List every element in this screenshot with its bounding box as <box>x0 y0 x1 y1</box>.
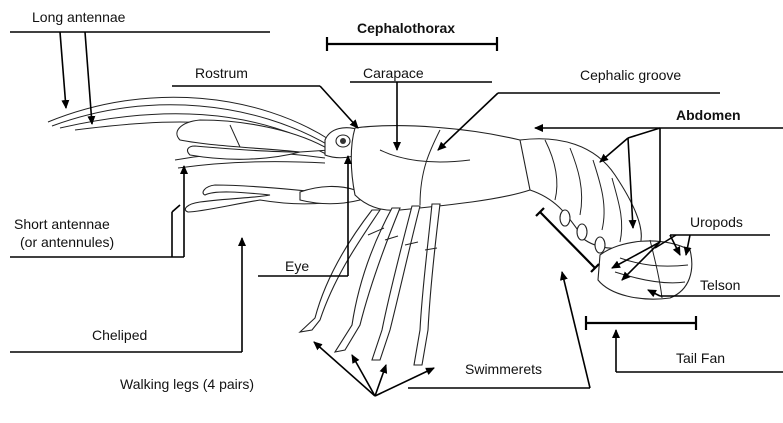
crayfish-illustration <box>48 97 692 365</box>
label-eye: Eye <box>285 258 309 274</box>
label-swimmerets: Swimmerets <box>465 361 542 377</box>
label-cephalothorax: Cephalothorax <box>357 20 455 36</box>
upper-claw-drawing <box>177 120 330 159</box>
label-telson: Telson <box>700 277 740 293</box>
label-short-antennae-1: Short antennae <box>14 216 110 232</box>
label-long-antennae: Long antennae <box>32 9 126 25</box>
leader-long-antennae-2 <box>85 32 92 124</box>
lower-claw-drawing <box>185 185 360 212</box>
leader-walking-legs-2 <box>352 355 375 396</box>
label-abdomen: Abdomen <box>676 107 741 123</box>
label-cephalic-groove-text: Cephalic groove <box>580 67 681 83</box>
leader-abdomen-2 <box>600 138 628 162</box>
label-uropods: Uropods <box>690 214 743 230</box>
label-short-antennae-2: (or antennules) <box>20 234 114 250</box>
label-walking-legs: Walking legs (4 pairs) <box>120 376 254 392</box>
abdomen-drawing <box>520 139 641 253</box>
carapace-drawing <box>351 126 535 211</box>
label-cheliped: Cheliped <box>92 327 147 343</box>
leader-rostrum <box>320 86 358 128</box>
label-rostrum: Rostrum <box>195 65 248 81</box>
label-tail-fan: Tail Fan <box>676 350 725 366</box>
walking-legs-drawing <box>300 204 440 365</box>
label-carapace: Carapace <box>363 65 424 81</box>
leader-long-antennae-1 <box>60 32 66 108</box>
